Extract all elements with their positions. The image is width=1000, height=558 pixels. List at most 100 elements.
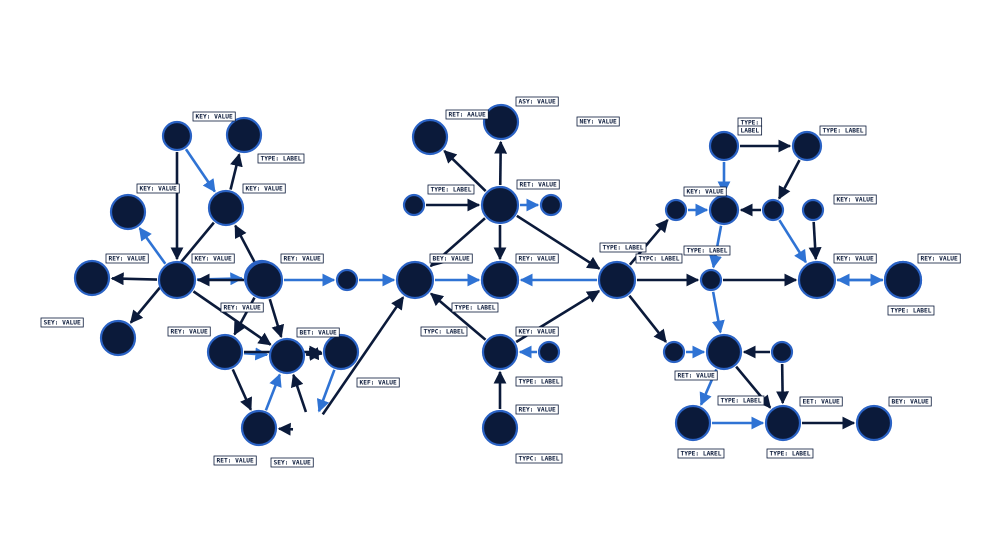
node-a3[interactable]: [109, 193, 147, 231]
node-label: TYPE: LABEL: [766, 448, 814, 459]
node-label: TYPE: LABEL: [257, 153, 305, 164]
node-label-text: TYPE: LABEL: [770, 451, 811, 458]
node-c10[interactable]: [662, 340, 686, 364]
node-label-text: TYPE: LABEL: [603, 245, 644, 252]
node-label-box: [192, 111, 236, 122]
node-label-text: REY: VALUE: [519, 407, 557, 414]
node-label: BET: VALUE: [296, 327, 340, 338]
node-label-text: SEY: VALUE: [44, 320, 82, 327]
edge-a11-a13: [231, 368, 253, 411]
node-label-box: [136, 183, 180, 194]
edge-a6-a7: [110, 272, 158, 286]
node-label-text: KEY: VALUE: [837, 197, 875, 204]
edge-a9-a5: [234, 224, 256, 263]
node-label: KEY: VALUE: [683, 186, 727, 197]
node-b6[interactable]: [539, 193, 563, 217]
node-b10[interactable]: [537, 340, 561, 364]
node-label-text: KEF: VALUE: [360, 380, 398, 387]
node-b5[interactable]: [480, 185, 520, 225]
node-label-box: [888, 396, 932, 407]
node-label: TYPE: LABEL: [451, 302, 499, 313]
node-a1[interactable]: [161, 120, 193, 152]
node-label: KEY: VALUE: [833, 253, 877, 264]
node-label: EET: VALUE: [799, 396, 843, 407]
edge-c11-c16: [735, 365, 772, 409]
node-label: REY: VALUE: [220, 302, 264, 313]
node-b4[interactable]: [402, 193, 426, 217]
node-c5[interactable]: [708, 130, 740, 162]
node-label: TYPE: LABEL: [599, 242, 647, 253]
node-label: REY: VALUE: [105, 253, 149, 264]
node-a2[interactable]: [225, 116, 263, 154]
node-label-text: LABEL: [741, 128, 760, 135]
node-c7[interactable]: [699, 268, 723, 292]
node-label: TYPE: LABEL: [887, 305, 935, 316]
edge-c12-c16: [776, 363, 790, 405]
node-a5[interactable]: [207, 189, 245, 227]
node-c16[interactable]: [764, 404, 802, 442]
node-label-box: [296, 327, 340, 338]
node-label-text: EET: VALUE: [803, 399, 841, 406]
node-label: TYPE: LABEL: [515, 376, 563, 387]
node-c6[interactable]: [791, 130, 823, 162]
node-a12[interactable]: [268, 337, 306, 375]
node-a7[interactable]: [73, 259, 111, 297]
node-label-text: TYPE: LABEL: [455, 305, 496, 312]
node-label-box: [635, 253, 683, 264]
node-b2[interactable]: [411, 118, 449, 156]
node-label-box: [516, 179, 560, 190]
node-label-text: TYPC: LABEL: [519, 456, 560, 463]
node-label: NEY: VALUE: [576, 116, 620, 127]
node-label-text: KEY: VALUE: [687, 189, 725, 196]
node-b3[interactable]: [482, 103, 520, 141]
node-label: REY: VALUE: [167, 326, 211, 337]
node-label-box: [280, 253, 324, 264]
node-label-box: [191, 253, 235, 264]
node-label-box: [599, 242, 647, 253]
edge-a15-b1: [321, 296, 405, 416]
node-c15[interactable]: [883, 260, 923, 300]
node-c4[interactable]: [761, 198, 785, 222]
node-label-box: [451, 302, 499, 313]
node-c14[interactable]: [674, 404, 712, 442]
node-c1[interactable]: [597, 260, 637, 300]
node-label: KEY: VALUE: [515, 326, 559, 337]
edge-a9-a12: [268, 298, 285, 339]
node-c3[interactable]: [708, 194, 740, 226]
node-label-box: [833, 194, 877, 205]
node-label: KEF: VALUE: [356, 377, 400, 388]
edge-b5-c1: [516, 214, 601, 270]
node-b9[interactable]: [480, 260, 520, 300]
node-b1[interactable]: [395, 260, 435, 300]
node-a6[interactable]: [157, 260, 197, 300]
node-label-text: RET: VALUE: [217, 458, 255, 465]
node-c9[interactable]: [801, 198, 825, 222]
node-a10[interactable]: [335, 268, 359, 292]
node-label: TYPC: LABEL: [515, 453, 563, 464]
node-label-box: [677, 448, 725, 459]
node-b11[interactable]: [481, 409, 519, 447]
node-c11[interactable]: [705, 333, 743, 371]
node-label: REY: VALUE: [515, 253, 559, 264]
node-label-box: [799, 396, 843, 407]
node-label-box: [257, 153, 305, 164]
node-a11[interactable]: [206, 333, 244, 371]
node-a13[interactable]: [240, 409, 278, 447]
node-a14[interactable]: [322, 333, 360, 371]
node-label-box: [576, 116, 620, 127]
node-label-box: [683, 186, 727, 197]
node-label: RET: AALUE: [445, 109, 489, 120]
node-c17[interactable]: [855, 404, 893, 442]
node-c8[interactable]: [797, 260, 837, 300]
node-c12[interactable]: [770, 340, 794, 364]
node-label-box: [270, 457, 314, 468]
node-label: KEY: VALUE: [192, 111, 236, 122]
node-label-text: TYPE: LAREL: [681, 451, 722, 458]
node-a4[interactable]: [99, 319, 137, 357]
node-label-box: [420, 326, 468, 337]
node-label-box: [445, 109, 489, 120]
node-b8[interactable]: [481, 333, 519, 371]
node-c2[interactable]: [664, 198, 688, 222]
node-label-box: [220, 302, 264, 313]
node-a9[interactable]: [244, 260, 284, 300]
